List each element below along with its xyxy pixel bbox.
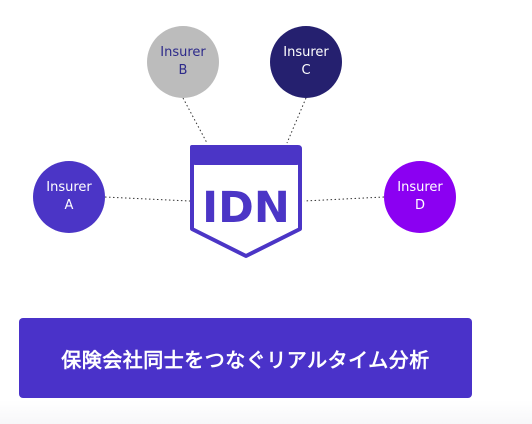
connector-d [303, 196, 385, 202]
node-label-line1: Insurer [160, 45, 206, 60]
tagline-banner: 保険会社同士をつなぐリアルタイム分析 [19, 318, 472, 398]
node-label-line2: D [414, 198, 425, 213]
connector-b [182, 97, 208, 144]
node-label-line2: C [301, 63, 311, 78]
hub-label: IDN [202, 183, 290, 233]
insurer-a-node: Insurer A [33, 161, 105, 233]
insurer-c-node: Insurer C [270, 26, 342, 98]
insurer-b-node: Insurer B [147, 26, 219, 98]
connector-c [286, 97, 307, 144]
node-label-line1: Insurer [283, 45, 329, 60]
node-label-line2: A [64, 198, 74, 213]
node-label-line2: B [178, 63, 188, 78]
banner-text: 保険会社同士をつなぐリアルタイム分析 [61, 347, 430, 372]
node-label-line1: Insurer [397, 180, 443, 195]
page-bottom-fade [0, 400, 532, 424]
node-label-line1: Insurer [46, 180, 92, 195]
connector-a [104, 196, 191, 202]
idn-hub-icon: IDN [189, 145, 302, 258]
insurer-d-node: Insurer D [384, 161, 456, 233]
